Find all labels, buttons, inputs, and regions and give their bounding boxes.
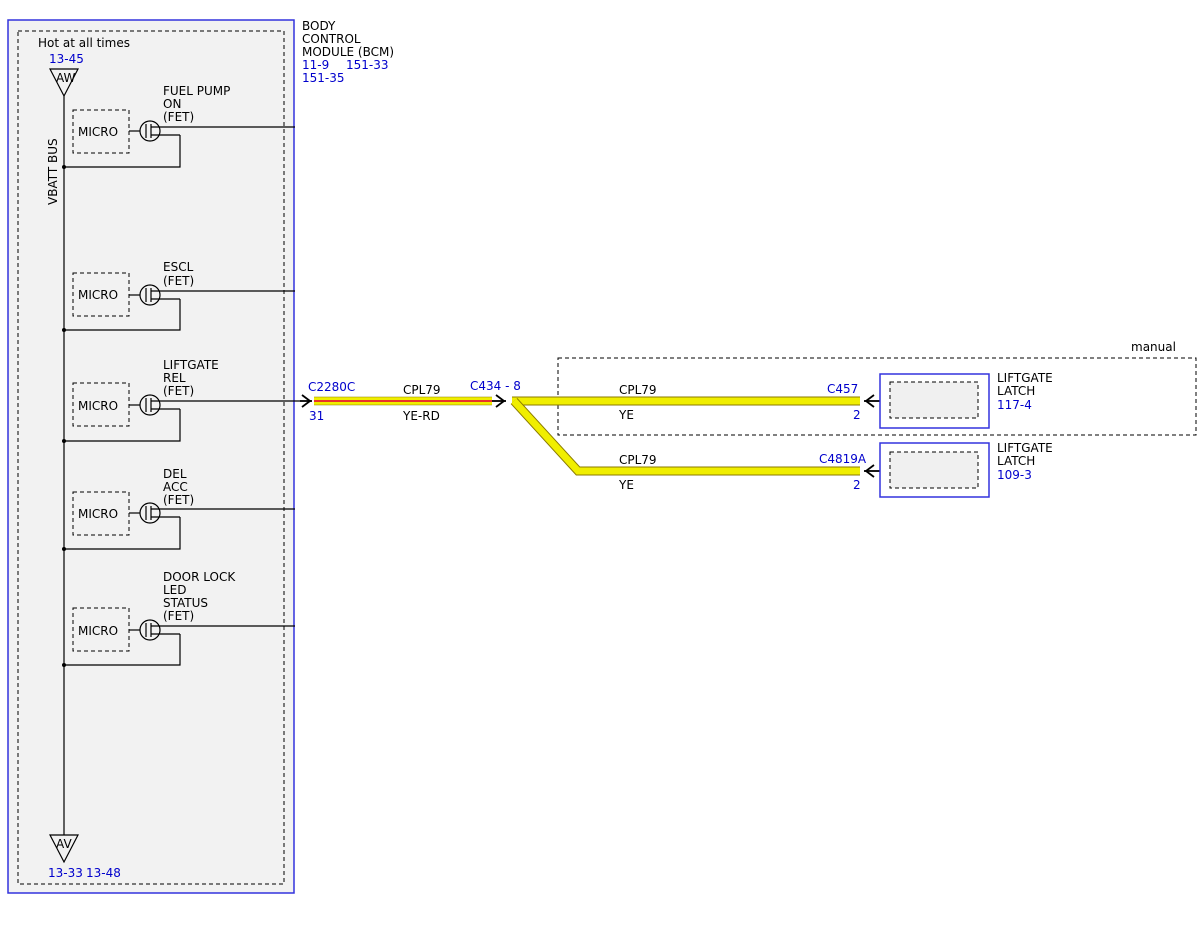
micro-label: MICRO (78, 288, 118, 302)
wire-main-ye-rd[interactable] (314, 396, 492, 406)
connector-c4819a-pin[interactable]: 2 (853, 478, 861, 492)
circuit-label-line-1: ESCL (163, 260, 194, 274)
circuit-label-line-3: STATUS (163, 596, 208, 610)
bcm-ref-151-33[interactable]: 151-33 (346, 58, 389, 72)
circuit-del-acc: MICRO DEL ACC (FET) (62, 467, 295, 551)
circuit-fuel-pump: MICRO FUEL PUMP ON (FET) (62, 84, 295, 169)
latch-bottom-name-2: LATCH (997, 454, 1035, 468)
splice-c434-8[interactable]: C434 - 8 (470, 379, 521, 393)
micro-label: MICRO (78, 624, 118, 638)
bcm-inner-dashed-box (17, 30, 285, 885)
circuit-label-line-2: LED (163, 583, 187, 597)
av-triangle-icon (49, 834, 79, 864)
bcm-name-line-1: BODY (302, 19, 336, 33)
hot-at-all-times-label: Hot at all times (38, 36, 130, 50)
liftgate-latch-top[interactable] (879, 373, 990, 429)
branch-bottom-color: YE (618, 478, 634, 492)
fet-icon (139, 619, 161, 641)
fet-icon (139, 120, 161, 142)
wire-main-color: YE-RD (402, 409, 440, 423)
bcm-ref-11-9[interactable]: 11-9 (302, 58, 329, 72)
aw-triangle-icon (49, 68, 79, 98)
circuit-label-line-2: (FET) (163, 274, 194, 288)
manual-option-box (557, 357, 1197, 436)
circuit-label-line-1: DOOR LOCK (163, 570, 236, 584)
circuit-label-line-2: REL (163, 371, 186, 385)
connector-c4819a[interactable]: C4819A (819, 452, 867, 466)
power-top-ref[interactable]: 13-45 (49, 52, 84, 66)
circuit-label-line-3: (FET) (163, 384, 194, 398)
latch-top-name-1: LIFTGATE (997, 371, 1053, 385)
bcm-name-line-2: CONTROL (302, 32, 361, 46)
bcm-ref-151-35[interactable]: 151-35 (302, 71, 345, 85)
circuit-label-line-3: (FET) (163, 110, 194, 124)
manual-option-label: manual (1131, 340, 1176, 354)
circuit-label-line-4: (FET) (163, 609, 194, 623)
fet-icon (139, 394, 161, 416)
latch-top-name-2: LATCH (997, 384, 1035, 398)
aw-symbol-label: AW (56, 71, 76, 85)
wire-branch-bottom-ye[interactable] (510, 397, 860, 476)
connector-pin-31[interactable]: 31 (309, 409, 324, 423)
circuit-label-line-1: FUEL PUMP (163, 84, 230, 98)
bcm-title: BODY CONTROL MODULE (BCM) 11-9 151-33 15… (302, 19, 394, 85)
branch-top-circuit: CPL79 (619, 383, 657, 397)
circuit-label-line-1: DEL (163, 467, 187, 481)
latch-bottom-name-1: LIFTGATE (997, 441, 1053, 455)
vbatt-bus-label: VBATT BUS (46, 138, 60, 205)
fet-icon (139, 502, 161, 524)
micro-label: MICRO (78, 125, 118, 139)
circuit-label-line-2: ON (163, 97, 181, 111)
power-bottom-ref-2[interactable]: 13-48 (86, 866, 121, 880)
power-bottom-ref-1[interactable]: 13-33 (48, 866, 83, 880)
micro-label: MICRO (78, 507, 118, 521)
branch-bottom-circuit: CPL79 (619, 453, 657, 467)
branch-top-color: YE (618, 408, 634, 422)
micro-label: MICRO (78, 399, 118, 413)
circuit-door-lock-led: MICRO DOOR LOCK LED STATUS (FET) (62, 570, 295, 667)
latch-top-ref[interactable]: 117-4 (997, 398, 1032, 412)
liftgate-latch-bottom[interactable] (879, 442, 990, 498)
circuit-liftgate-rel: MICRO LIFTGATE REL (FET) (62, 358, 300, 443)
latch-bottom-ref[interactable]: 109-3 (997, 468, 1032, 482)
circuit-label-line-2: ACC (163, 480, 188, 494)
connector-c457-pin[interactable]: 2 (853, 408, 861, 422)
fet-icon (139, 284, 161, 306)
wire-main-circuit: CPL79 (403, 383, 441, 397)
circuit-label-line-3: (FET) (163, 493, 194, 507)
circuit-label-line-1: LIFTGATE (163, 358, 219, 372)
connector-c457[interactable]: C457 (827, 382, 858, 396)
av-symbol-label: AV (56, 837, 72, 851)
circuit-escl: MICRO ESCL (FET) (62, 260, 295, 332)
connector-c2280c[interactable]: C2280C (308, 380, 355, 394)
bcm-module-box (7, 19, 295, 894)
bcm-name-line-3: MODULE (BCM) (302, 45, 394, 59)
